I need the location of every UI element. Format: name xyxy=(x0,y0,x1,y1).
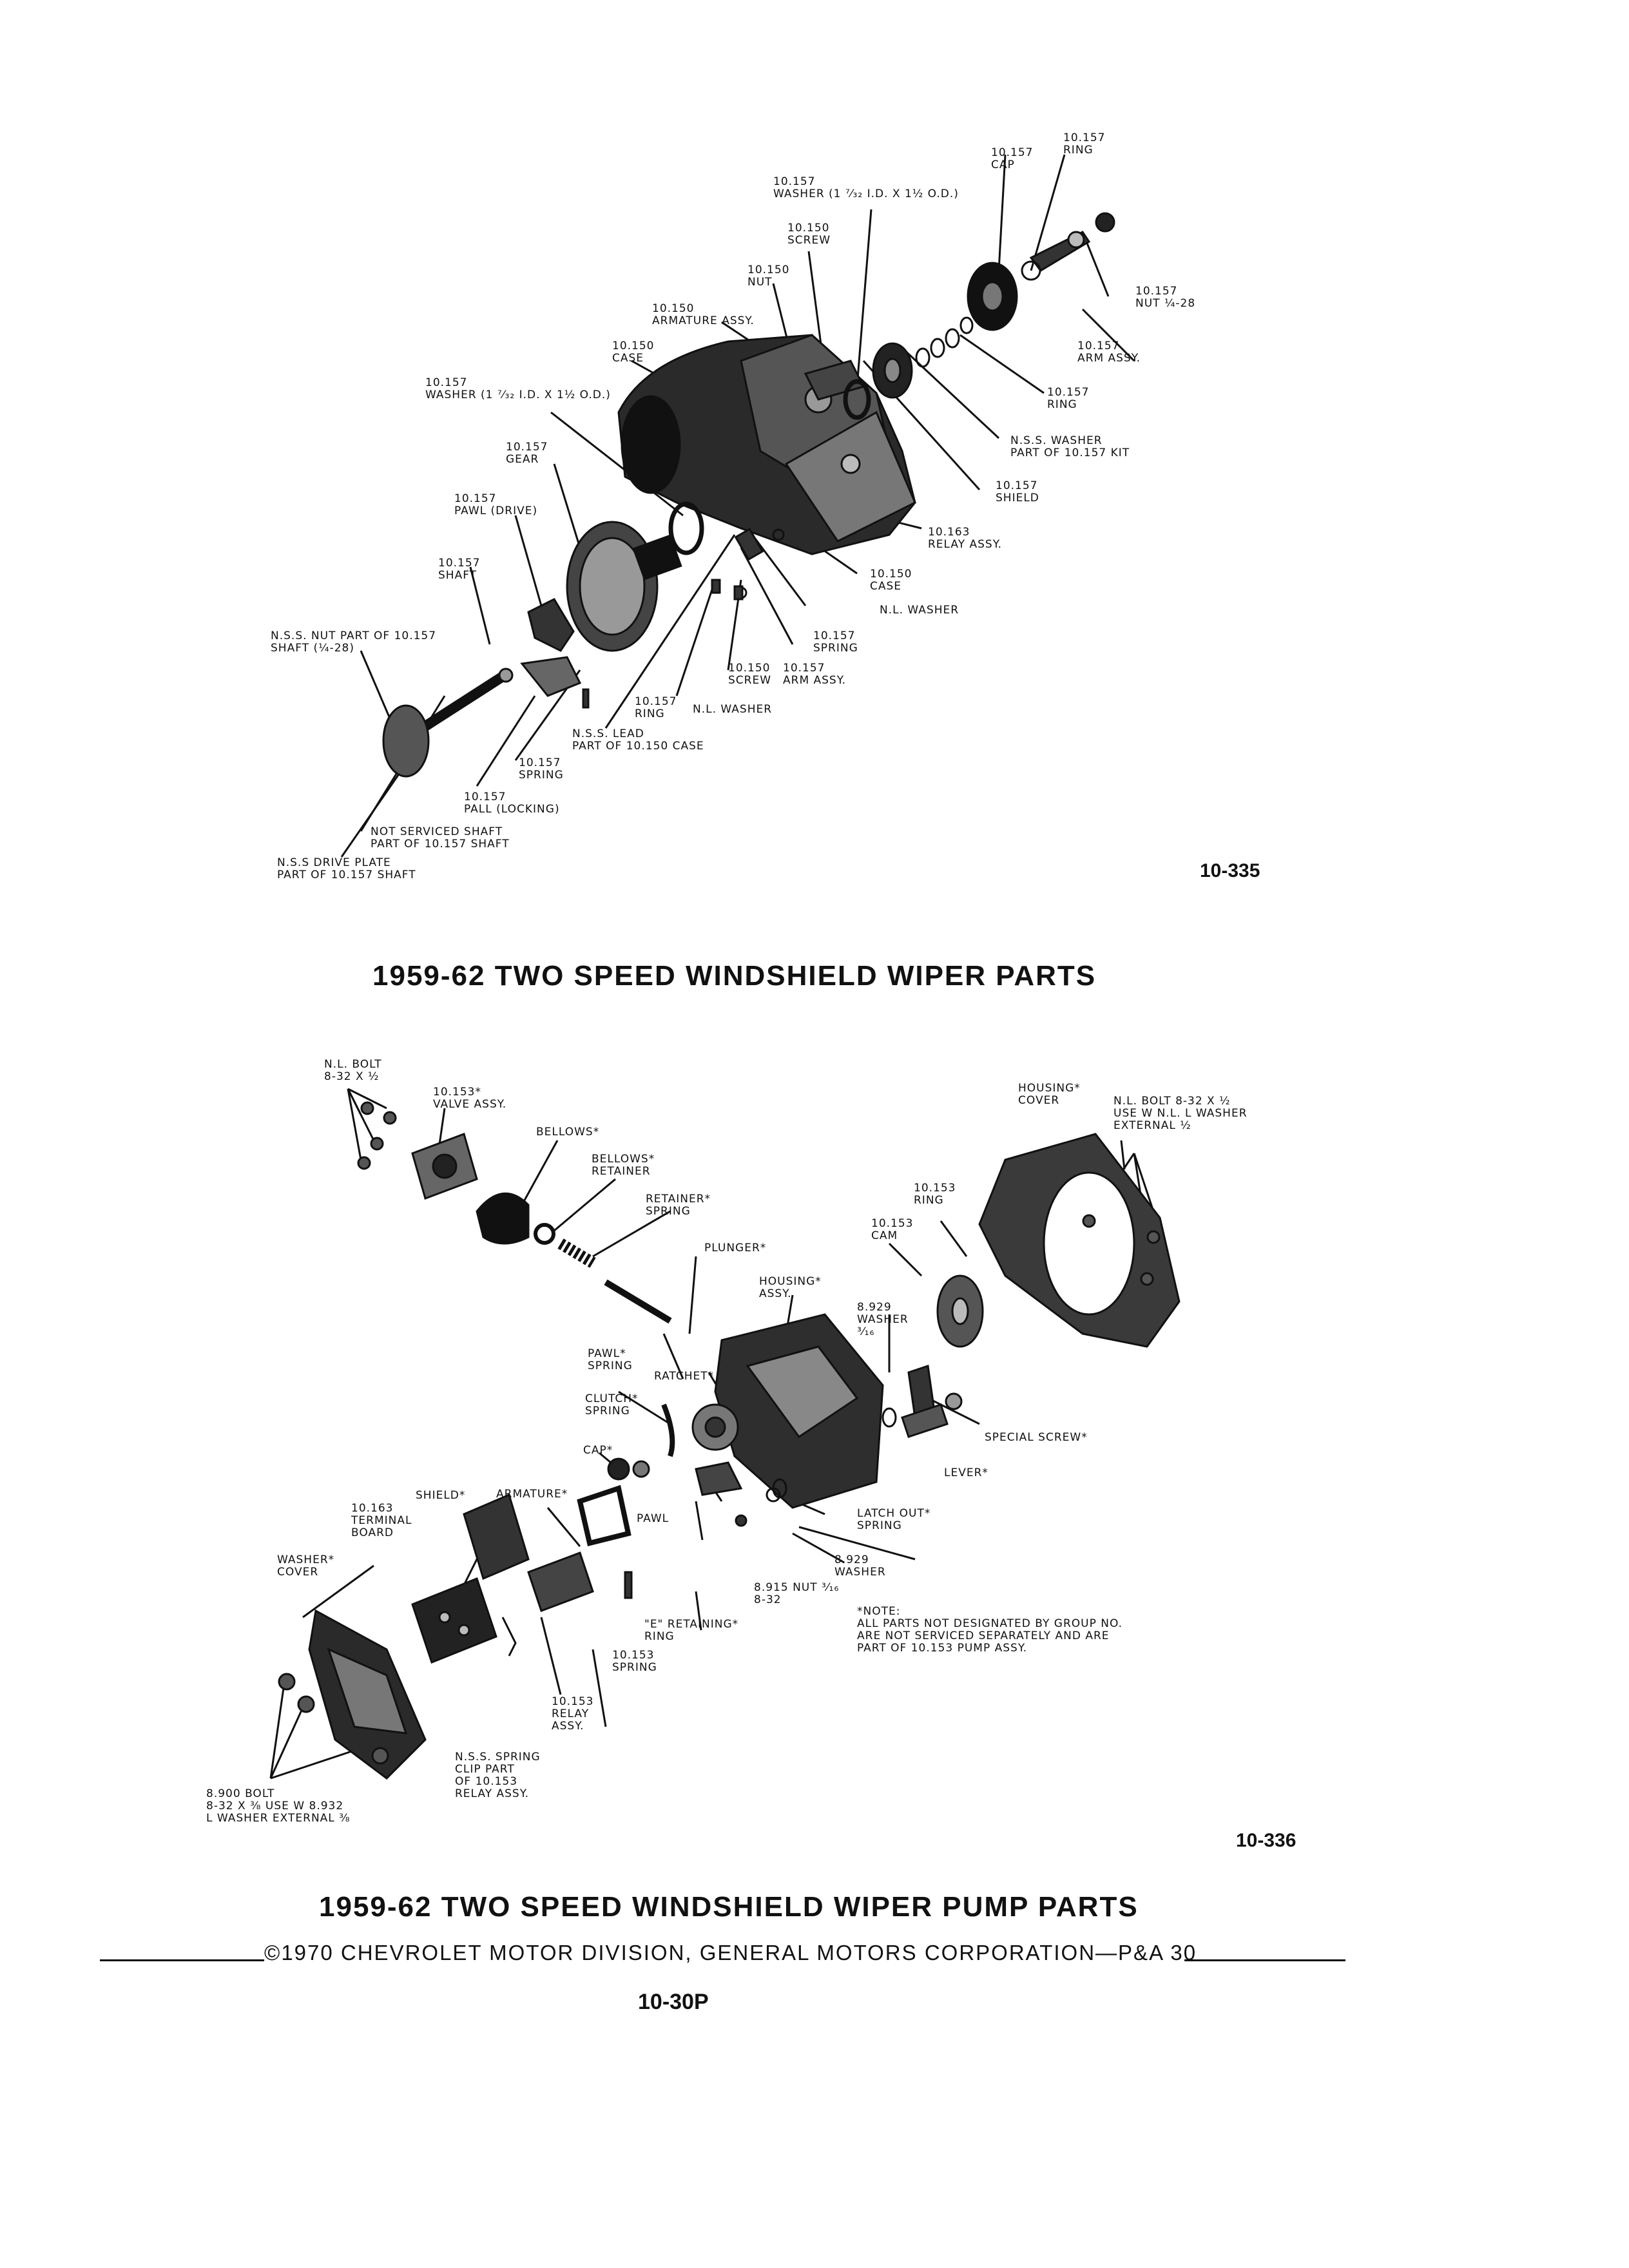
callout-washer-top: 10.157 WASHER (1 ⁷⁄₃₂ I.D. x 1½ O.D.) xyxy=(773,175,959,200)
diagram-title-2: 1959-62 TWO SPEED WINDSHIELD WIPER PUMP … xyxy=(319,1891,1139,1923)
callout-ring-1: 10.153 RING xyxy=(914,1182,956,1207)
callout-washer-8929-1: 8.929 WASHER ³⁄₁₆ xyxy=(857,1301,909,1338)
callout-retainer-spring: RETAINER* SPRING xyxy=(646,1193,711,1218)
callout-cam: 10.153 CAM xyxy=(871,1217,914,1242)
callout-pawl-spring: PAWL* SPRING xyxy=(588,1347,633,1372)
footer-rule-left xyxy=(100,1959,264,1961)
callout-nl-bolt-ext: N.L. BOLT 8-32 x ½ USE W N.L. L WASHER E… xyxy=(1113,1095,1248,1132)
callout-screw-1: 10.150 SCREW xyxy=(787,222,831,247)
callout-not-serviced-shaft: NOT SERVICED SHAFT PART OF 10.157 SHAFT xyxy=(371,825,510,850)
callout-nl-washer-1: N.L. WASHER xyxy=(880,604,959,617)
callout-clutch-spring: CLUTCH* SPRING xyxy=(585,1392,639,1418)
page-number: 10-30P xyxy=(638,1990,709,2014)
wiper-motor-exploded-view xyxy=(340,154,1135,858)
copyright-line: ©1970 CHEVROLET MOTOR DIVISION, GENERAL … xyxy=(264,1941,1197,1965)
wiper-pump-exploded-view xyxy=(269,1088,1181,1780)
callout-shield: SHIELD* xyxy=(416,1489,466,1502)
callout-bellows-retainer: BELLOWS* RETAINER xyxy=(592,1153,655,1178)
callout-washer-8929-2: 8.929 WASHER xyxy=(834,1553,886,1579)
callout-nut-8915: 8.915 NUT ³⁄₁₆ 8-32 xyxy=(754,1581,840,1606)
callout-latch-out-spring: LATCH OUT* SPRING xyxy=(857,1507,931,1532)
callout-ring-2: 10.157 RING xyxy=(1047,386,1090,411)
callout-arm-assy-2: 10.157 ARM ASSY. xyxy=(783,662,847,687)
callout-nss-nut-shaft: N.S.S. NUT PART OF 10.157 SHAFT (¼-28) xyxy=(271,629,437,655)
callout-plunger: PLUNGER* xyxy=(704,1242,767,1254)
callout-case-2: 10.150 CASE xyxy=(870,568,912,593)
callout-gear: 10.157 GEAR xyxy=(506,441,548,466)
callout-arm-assy-1: 10.157 ARM ASSY. xyxy=(1077,340,1141,365)
footer-rule-right xyxy=(1184,1959,1345,1961)
callout-nss-lead: N.S.S. LEAD PART OF 10.150 CASE xyxy=(572,727,704,753)
callout-bellows: BELLOWS* xyxy=(536,1126,600,1139)
callout-spring: 10.153 SPRING xyxy=(612,1649,657,1674)
callout-pawl: PAWL xyxy=(637,1512,670,1525)
callout-terminal-board: 10.163 TERMINAL BOARD xyxy=(351,1502,412,1539)
callout-nl-washer-2: N.L. WASHER xyxy=(693,703,773,716)
callout-nl-bolt-8-32: N.L. BOLT 8-32 x ½ xyxy=(324,1058,382,1083)
callout-nss-drive-plate: N.S.S DRIVE PLATE PART OF 10.157 SHAFT xyxy=(277,856,416,881)
callout-spring-2: 10.157 SPRING xyxy=(519,756,564,782)
figure-number-2: 10-336 xyxy=(1236,1830,1296,1851)
callout-e-retaining-ring: "E" RETAINING* RING xyxy=(644,1618,739,1643)
callout-housing-assy: HOUSING* ASSY. xyxy=(759,1275,822,1300)
callout-cap: CAP* xyxy=(583,1444,613,1457)
callout-case-1: 10.150 CASE xyxy=(612,340,655,365)
callout-lever: LEVER* xyxy=(944,1466,988,1479)
callout-spring-1: 10.157 SPRING xyxy=(813,629,858,655)
callout-ratchet: RATCHET* xyxy=(654,1370,715,1383)
callout-ring-3: 10.157 RING xyxy=(635,695,677,720)
callout-special-screw: SPECIAL SCREW* xyxy=(985,1431,1088,1444)
callout-nut: 10.150 NUT xyxy=(747,264,790,289)
callout-relay-assy: 10.163 RELAY ASSY. xyxy=(928,526,1003,551)
callout-armature: ARMATURE* xyxy=(496,1488,568,1501)
callout-relay-assy: 10.153 RELAY ASSY. xyxy=(552,1695,594,1733)
diagram-title-1: 1959-62 TWO SPEED WINDSHIELD WIPER PARTS xyxy=(372,960,1097,992)
callout-pawl-drive: 10.157 PAWL (DRIVE) xyxy=(454,492,538,517)
callout-housing-cover: HOUSING* COVER xyxy=(1018,1082,1081,1107)
callout-nss-spring-clip: N.S.S. SPRING CLIP PART OF 10.153 RELAY … xyxy=(455,1751,541,1800)
callout-bolt-8900: 8.900 BOLT 8-32 x ⅜ USE W 8.932 L WASHER… xyxy=(206,1787,351,1825)
callout-cap: 10.157 CAP xyxy=(991,146,1034,171)
callout-ring-top: 10.157 RING xyxy=(1063,131,1106,157)
callout-nut-1-4-28: 10.157 NUT ¼-28 xyxy=(1135,285,1196,310)
callout-shaft: 10.157 SHAFT xyxy=(438,557,481,582)
callout-washer-left: 10.157 WASHER (1 ⁷⁄₃₂ I.D. x 1½ O.D.) xyxy=(425,376,611,401)
callout-pall-locking: 10.157 PALL (LOCKING) xyxy=(464,791,560,816)
callout-nss-washer: N.S.S. WASHER PART OF 10.157 KIT xyxy=(1010,434,1130,459)
callout-screw-2: 10.150 SCREW xyxy=(728,662,772,687)
callout-valve-assy: 10.153* VALVE ASSY. xyxy=(433,1086,507,1111)
callout-armature-assy: 10.150 ARMATURE ASSY. xyxy=(652,302,755,327)
callout-washer-cover: WASHER* COVER xyxy=(277,1553,335,1579)
figure-number-1: 10-335 xyxy=(1200,860,1260,881)
note-not-serviced: *NOTE: ALL PARTS NOT DESIGNATED BY GROUP… xyxy=(857,1605,1123,1655)
callout-shield: 10.157 SHIELD xyxy=(996,479,1039,505)
